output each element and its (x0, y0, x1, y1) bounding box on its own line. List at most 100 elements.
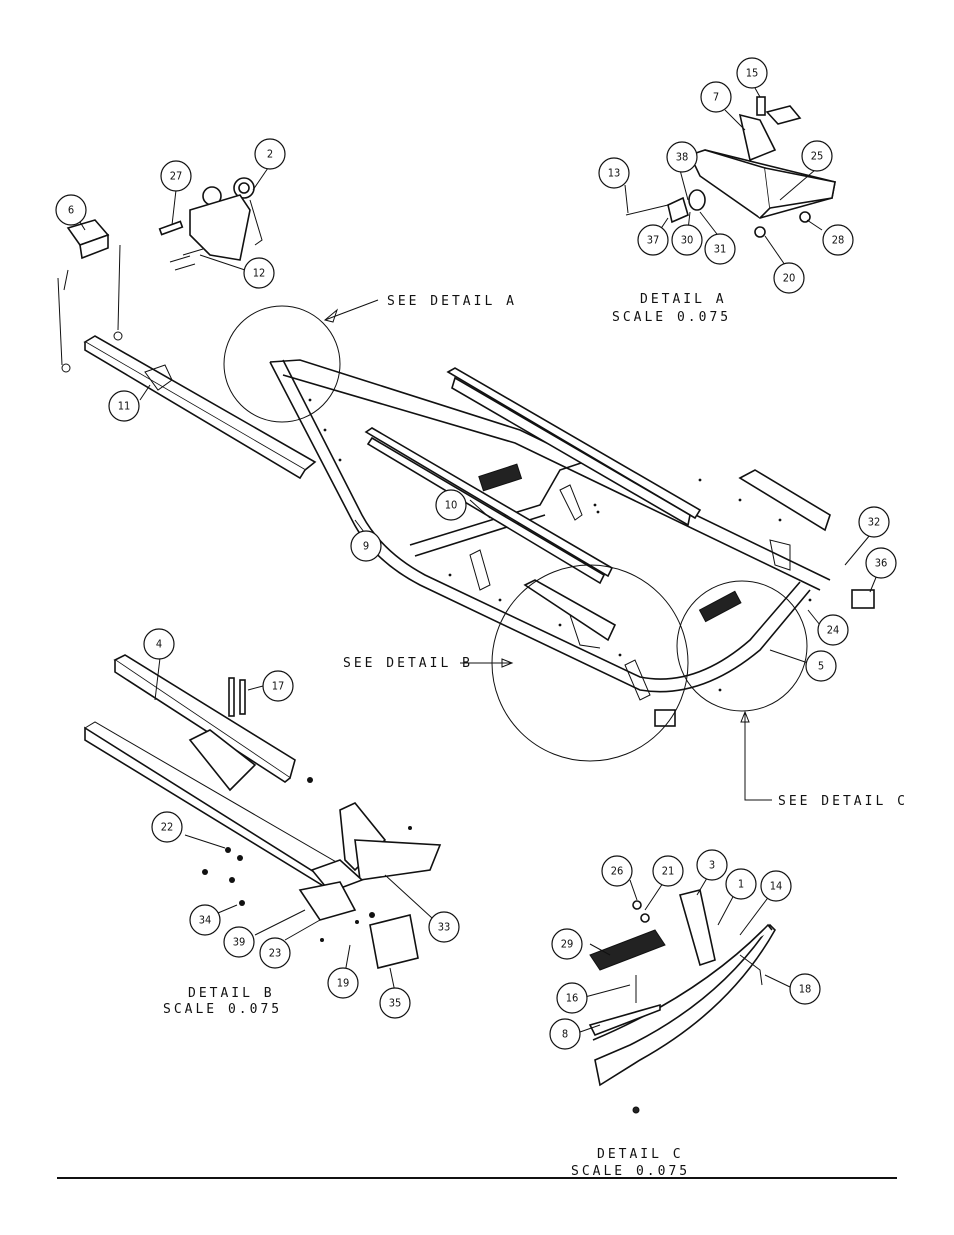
detail-a-scale: SCALE 0.075 (612, 310, 731, 325)
callout-number: 36 (875, 557, 888, 570)
callout-number: 8 (562, 1028, 568, 1041)
callout-balloon (223, 926, 255, 958)
bow-stop-assembly (57, 219, 123, 373)
callout-balloon (865, 547, 897, 579)
callout-number: 13 (608, 167, 621, 180)
callout-number: 25 (811, 150, 824, 163)
callout-28: 28 (822, 224, 854, 256)
callout-number: 35 (389, 997, 402, 1010)
callout-number: 28 (832, 234, 845, 247)
detail-b-title: DETAIL B (188, 986, 275, 1001)
callout-31: 31 (704, 233, 736, 265)
callout-13: 13 (598, 157, 630, 189)
callout-balloon (262, 670, 294, 702)
callout-number: 32 (868, 516, 881, 529)
callout-39: 39 (223, 926, 255, 958)
callout-12: 12 (243, 257, 275, 289)
callout-8: 8 (549, 1018, 581, 1050)
callout-24: 24 (817, 614, 849, 646)
callout-balloon (556, 982, 588, 1014)
callout-balloon (805, 650, 837, 682)
callout-balloon (700, 81, 732, 113)
see-detail-b-label: SEE DETAIL B (343, 656, 473, 671)
callout-2: 2 (254, 138, 286, 170)
callout-number: 9 (363, 540, 369, 553)
callout-22: 22 (151, 811, 183, 843)
callout-21: 21 (652, 855, 684, 887)
callout-balloon (549, 1018, 581, 1050)
callouts: 15 7 38 13 25 37 30 31 20 28 2 27 6 12 1… (55, 57, 897, 1050)
callout-number: 1 (738, 878, 744, 891)
detail-c-circle (676, 580, 808, 712)
callout-number: 26 (611, 865, 624, 878)
callout-15: 15 (736, 57, 768, 89)
callout-11: 11 (108, 390, 140, 422)
callout-number: 31 (714, 243, 727, 256)
callout-balloon (598, 157, 630, 189)
callout-number: 20 (783, 272, 796, 285)
callout-10: 10 (435, 489, 467, 521)
callout-number: 3 (709, 859, 715, 872)
callout-balloon (858, 506, 890, 538)
callout-balloon (151, 811, 183, 843)
detail-c-title: DETAIL C (597, 1147, 684, 1162)
callout-6: 6 (55, 194, 87, 226)
callout-number: 27 (170, 170, 183, 183)
callout-number: 18 (799, 983, 812, 996)
callout-balloon (671, 224, 703, 256)
callout-35: 35 (379, 987, 411, 1019)
labels: SEE DETAIL A DETAIL A SCALE 0.075 SEE DE… (163, 292, 908, 1179)
callout-34: 34 (189, 904, 221, 936)
callout-number: 14 (770, 880, 783, 893)
callout-balloon (652, 855, 684, 887)
callout-7: 7 (700, 81, 732, 113)
callout-number: 17 (272, 680, 285, 693)
callout-balloon (379, 987, 411, 1019)
callout-number: 29 (561, 938, 574, 951)
winch-assembly (158, 177, 263, 271)
callout-balloon (666, 141, 698, 173)
callout-balloon (773, 262, 805, 294)
callout-number: 23 (269, 947, 282, 960)
callout-1: 1 (725, 868, 757, 900)
callout-14: 14 (760, 870, 792, 902)
callout-number: 5 (818, 660, 824, 673)
callout-number: 39 (233, 936, 246, 949)
callout-balloon (189, 904, 221, 936)
callout-36: 36 (865, 547, 897, 579)
callout-3: 3 (696, 849, 728, 881)
callout-number: 10 (445, 499, 458, 512)
callout-29: 29 (551, 928, 583, 960)
detail-b-scale: SCALE 0.075 (163, 1002, 282, 1017)
callout-balloon (801, 140, 833, 172)
callout-number: 2 (267, 148, 273, 161)
trailer-frame (269, 359, 875, 727)
callout-number: 12 (253, 267, 266, 280)
callout-number: 4 (156, 638, 162, 651)
callout-balloon (789, 973, 821, 1005)
callout-number: 16 (566, 992, 579, 1005)
detail-b-circle (491, 564, 689, 762)
callout-number: 7 (713, 91, 719, 104)
callout-balloon (55, 194, 87, 226)
detail-c-drawing (588, 889, 776, 1114)
detail-b-drawing (84, 654, 442, 969)
detail-a-title: DETAIL A (640, 292, 727, 307)
see-detail-c-label: SEE DETAIL C (778, 794, 908, 809)
callout-balloon (696, 849, 728, 881)
callout-balloon (704, 233, 736, 265)
callout-number: 19 (337, 977, 350, 990)
callout-17: 17 (262, 670, 294, 702)
callout-26: 26 (601, 855, 633, 887)
callout-19: 19 (327, 967, 359, 999)
callout-balloon (736, 57, 768, 89)
callout-18: 18 (789, 973, 821, 1005)
callout-32: 32 (858, 506, 890, 538)
callout-27: 27 (160, 160, 192, 192)
callout-balloon (327, 967, 359, 999)
callout-37: 37 (637, 224, 669, 256)
callout-balloon (243, 257, 275, 289)
callout-number: 30 (681, 234, 694, 247)
callout-balloon (143, 628, 175, 660)
